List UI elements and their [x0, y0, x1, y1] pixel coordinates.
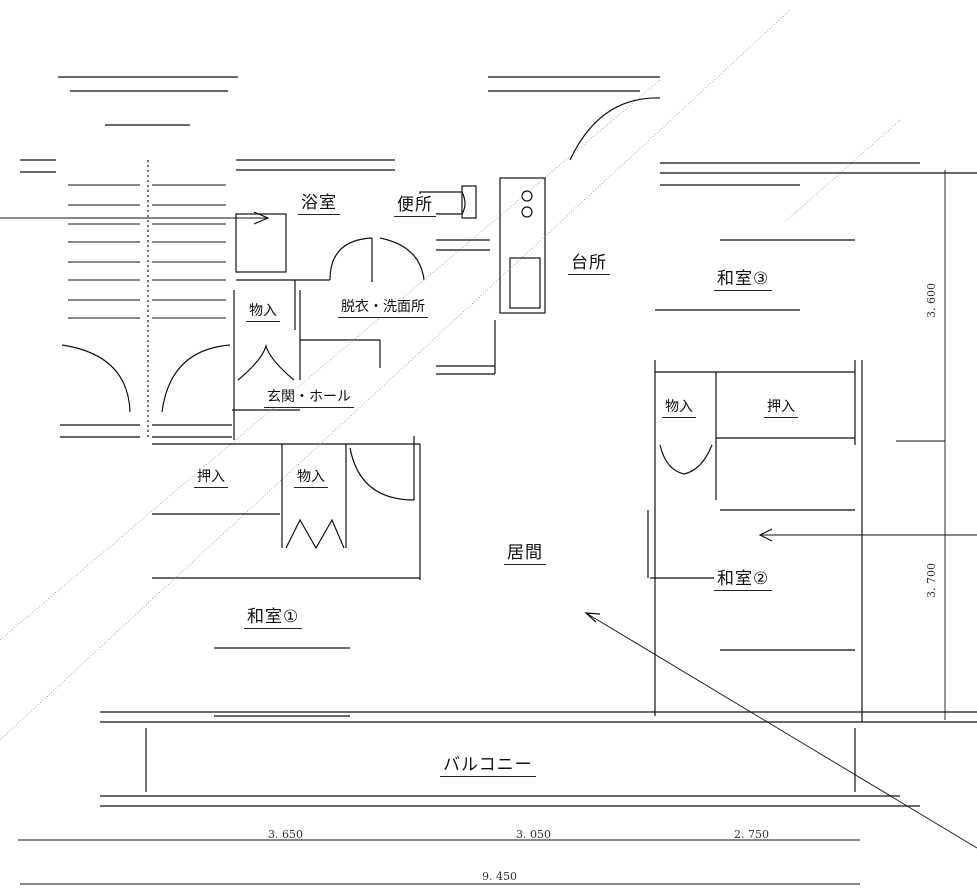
room-label-room2-storage: 物入: [662, 398, 696, 418]
room-label-entrance-hall: 玄関・ホール: [264, 388, 354, 408]
room-label-balcony: バルコニー: [440, 754, 536, 777]
dimension-room3-depth: 3. 600: [925, 283, 938, 318]
dimension-total-width: 9. 450: [482, 870, 517, 883]
dimension-room2-depth: 3. 700: [925, 563, 938, 598]
room-label-room1-storage: 物入: [294, 468, 328, 488]
room-label-washroom: 脱衣・洗面所: [338, 298, 428, 318]
room-label-room2-closet: 押入: [764, 398, 798, 418]
room-label-washitsu-1: 和室①: [244, 606, 303, 629]
room-label-room1-closet: 押入: [194, 468, 228, 488]
dimension-room1-width: 3. 650: [268, 828, 303, 841]
room-label-washitsu-2: 和室②: [714, 568, 773, 591]
room-label-entry-storage: 物入: [246, 302, 280, 322]
dimension-room2-width: 2. 750: [734, 828, 769, 841]
room-label-bath: 浴室: [298, 192, 340, 215]
room-label-washitsu-3: 和室③: [714, 268, 773, 291]
room-label-toilet: 便所: [394, 194, 436, 217]
room-label-living: 居間: [504, 542, 546, 565]
dimension-living-width: 3. 050: [516, 828, 551, 841]
room-label-kitchen: 台所: [568, 252, 610, 275]
